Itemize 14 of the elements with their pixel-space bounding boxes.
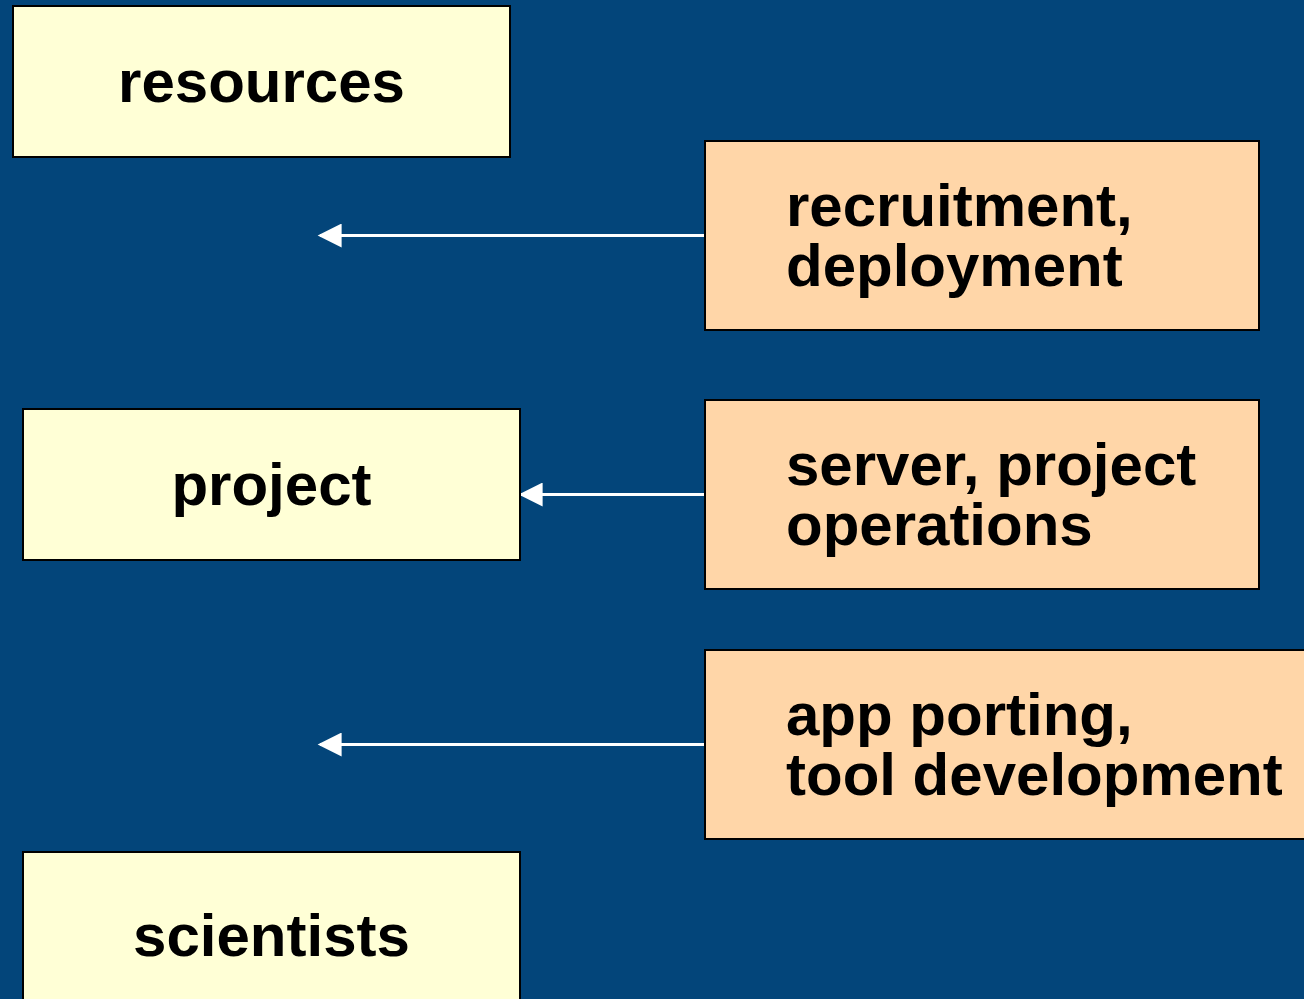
arrow xyxy=(317,732,704,757)
entity-box xyxy=(22,851,521,999)
box-label: recruitment, deployment xyxy=(786,175,1134,296)
entity-box xyxy=(12,5,511,158)
entity-box xyxy=(22,408,521,561)
activity-box xyxy=(704,649,1304,840)
box-label: app porting, tool development xyxy=(786,684,1284,805)
activity-box xyxy=(704,140,1260,331)
arrow xyxy=(317,223,704,248)
box-label: server, project operations xyxy=(786,434,1198,555)
box-label: project xyxy=(171,454,372,515)
box-label: resources xyxy=(118,51,405,112)
activity-box xyxy=(704,399,1260,590)
box-label: scientists xyxy=(133,906,410,966)
